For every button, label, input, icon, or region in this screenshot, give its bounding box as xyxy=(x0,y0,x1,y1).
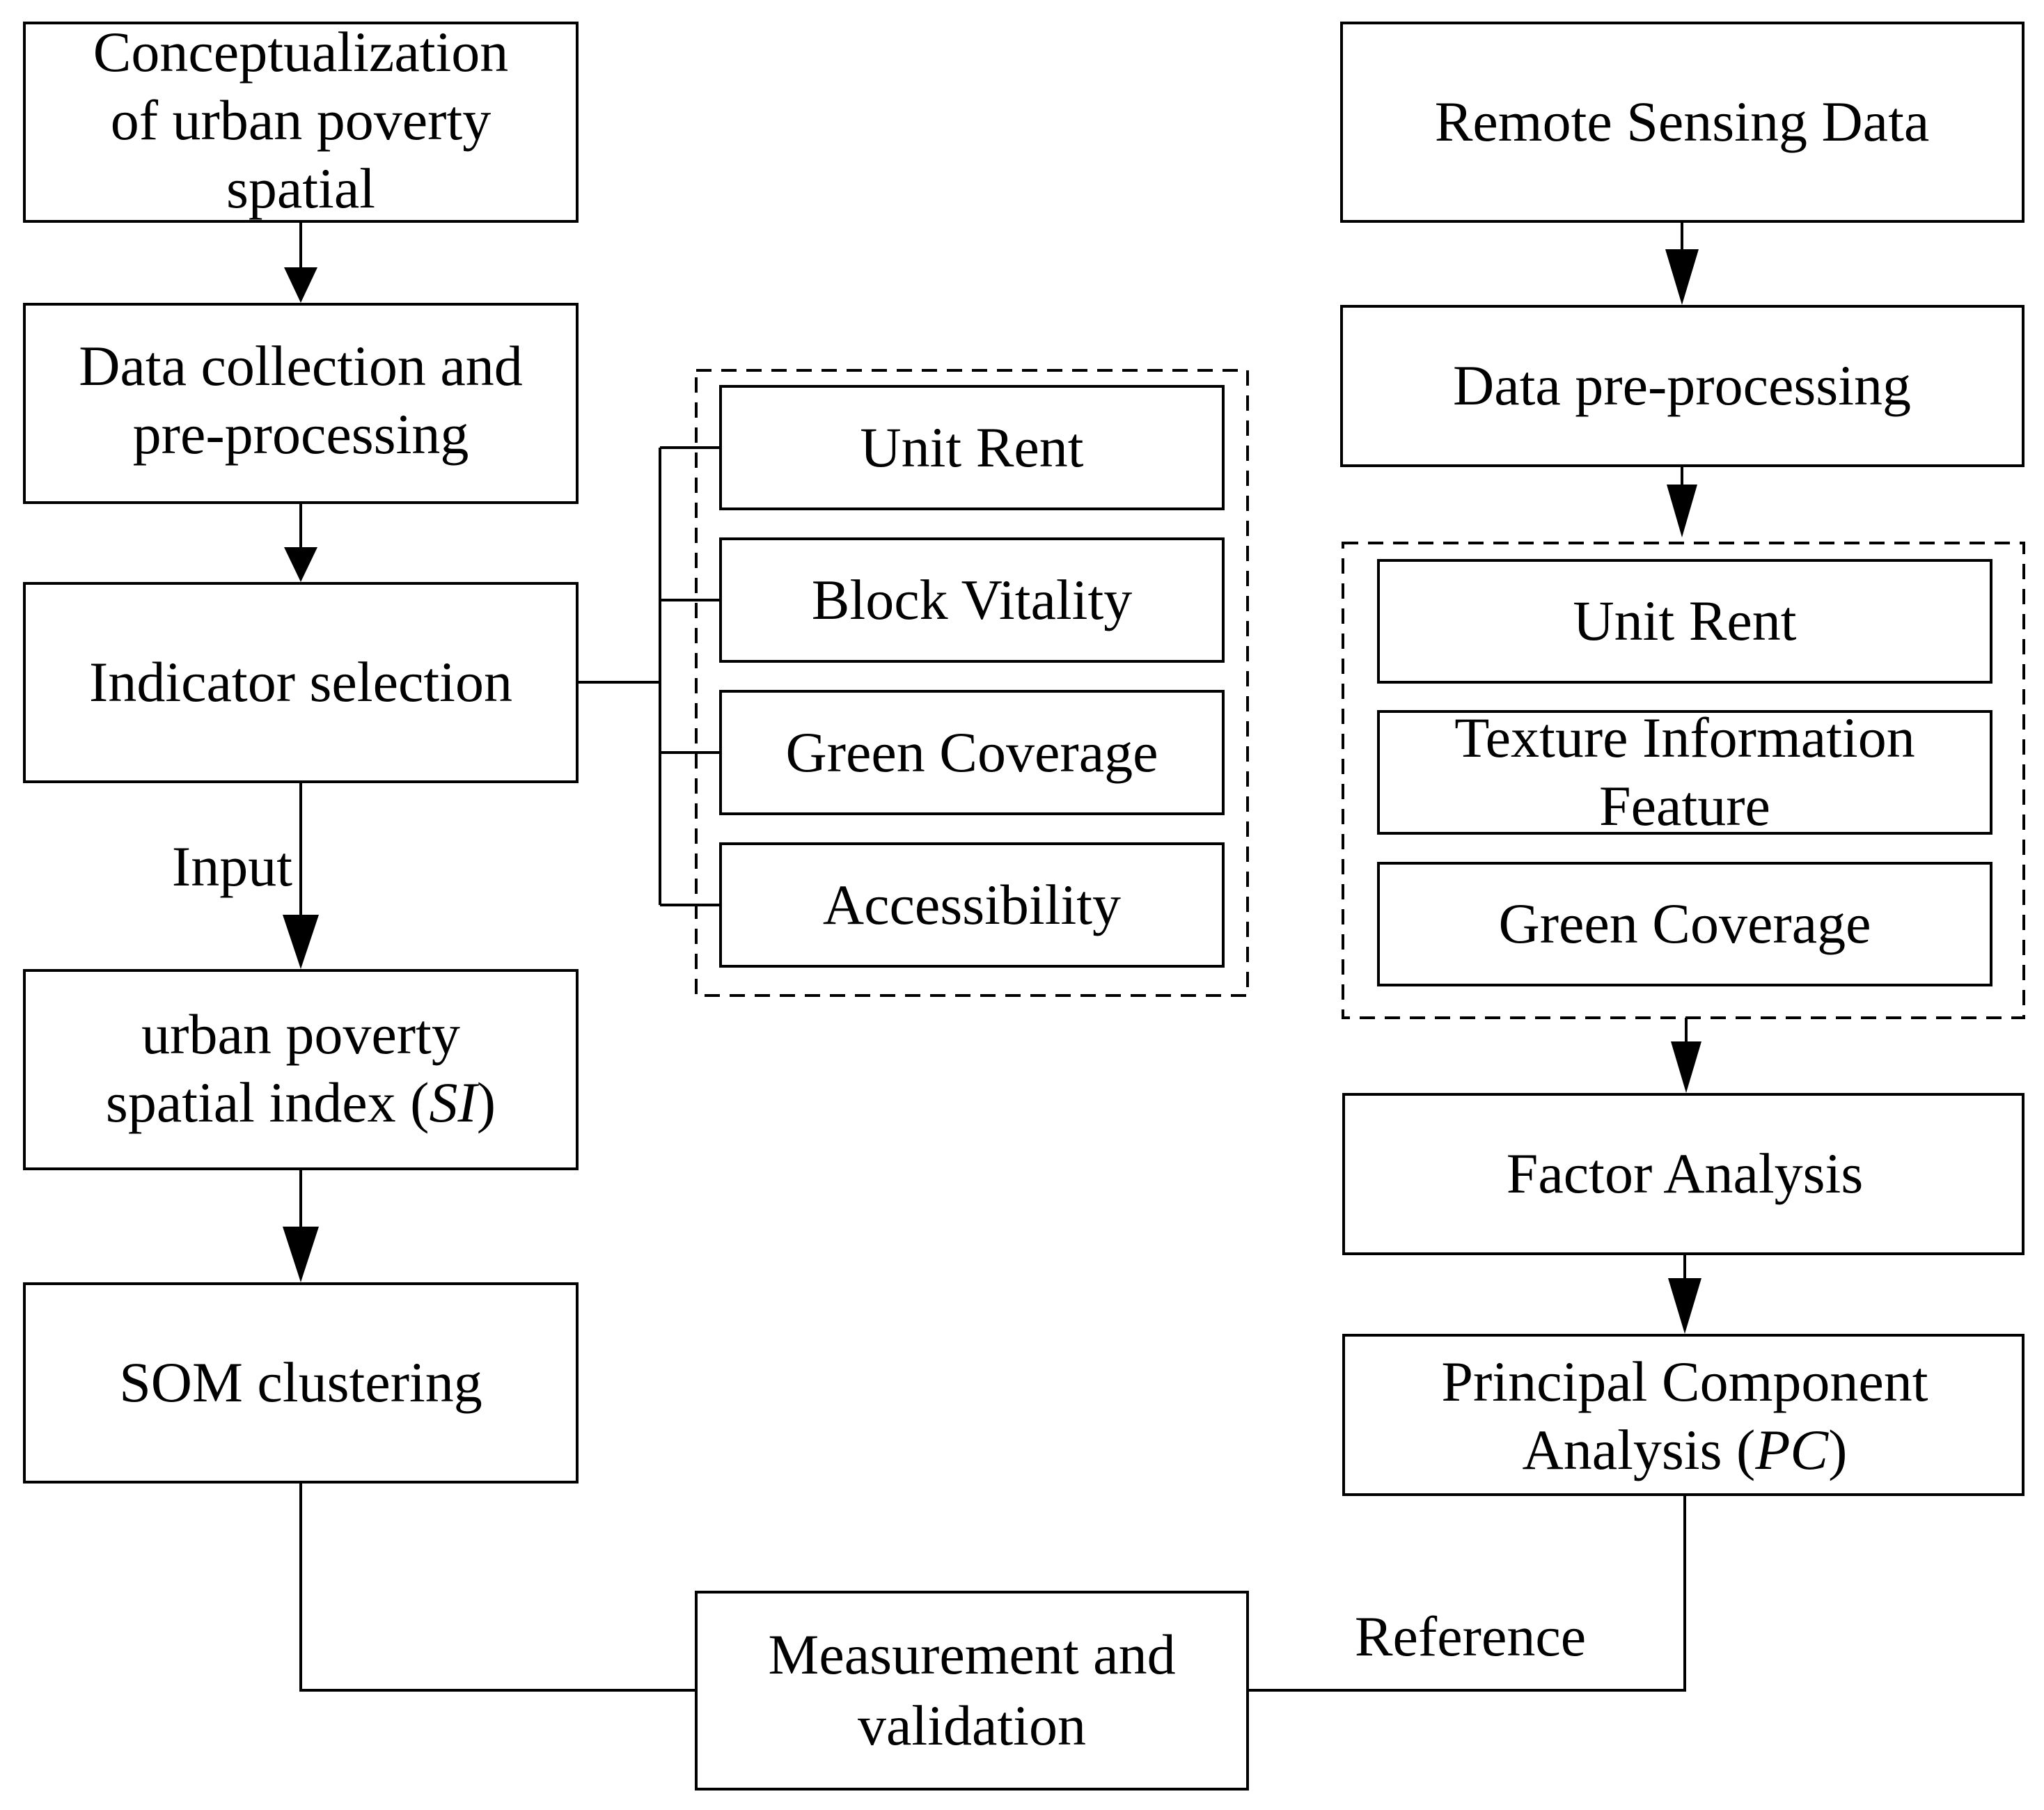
arrow-down-icon xyxy=(1665,249,1699,305)
indicator-unit-rent: Unit Rent xyxy=(719,385,1225,510)
feature-texture-information: Texture Information Feature xyxy=(1377,706,1992,837)
factor-analysis-box: Factor Analysis xyxy=(1342,1093,2025,1255)
measurement-validation-box: Measurement and validation xyxy=(695,1591,1249,1791)
som-clustering-box: SOM clustering xyxy=(23,1282,579,1484)
remote-sensing-label: Remote Sensing Data xyxy=(1435,90,1930,153)
indicator-accessibility: Accessibility xyxy=(719,842,1225,968)
si-line-2: spatial index (SI) xyxy=(106,1071,496,1134)
pca-line-1: Principal Component xyxy=(1441,1350,1928,1413)
arrow-down-icon xyxy=(284,547,317,582)
conceptualization-box: Conceptualization of urban poverty spati… xyxy=(23,20,579,223)
indicator-green-coverage-label: Green Coverage xyxy=(785,721,1158,784)
arrow-down-icon xyxy=(284,267,317,303)
pca-line-2: Analysis (PC) xyxy=(1523,1418,1848,1481)
measurement-line-1: Measurement and xyxy=(768,1623,1175,1686)
factor-analysis-label: Factor Analysis xyxy=(1507,1142,1863,1205)
arrow-down-icon xyxy=(1671,1041,1701,1093)
si-box: urban poverty spatial index (SI) xyxy=(23,969,579,1170)
indicator-accessibility-label: Accessibility xyxy=(823,873,1121,936)
remote-sensing-box: Remote Sensing Data xyxy=(1340,22,2025,223)
feature-texture-line-2: Feature xyxy=(1599,774,1770,837)
data-collection-line-1: Data collection and xyxy=(79,334,523,398)
indicator-selection-label: Indicator selection xyxy=(89,650,512,714)
conceptualization-line-3: spatial xyxy=(226,157,375,220)
feature-green-coverage-label: Green Coverage xyxy=(1498,892,1871,955)
arrow-down-icon xyxy=(283,915,319,969)
indicator-unit-rent-label: Unit Rent xyxy=(860,416,1083,479)
arrow-down-icon xyxy=(283,1227,319,1282)
indicator-selection-box: Indicator selection xyxy=(23,582,579,783)
feature-unit-rent: Unit Rent xyxy=(1377,559,1992,684)
som-clustering-label: SOM clustering xyxy=(119,1351,482,1414)
feature-unit-rent-label: Unit Rent xyxy=(1573,589,1796,652)
arrow-down-icon xyxy=(1668,1278,1701,1334)
indicator-block-vitality-label: Block Vitality xyxy=(812,568,1133,631)
feature-texture-line-1: Texture Information xyxy=(1454,706,1915,769)
indicator-block-vitality: Block Vitality xyxy=(719,537,1225,663)
reference-label: Reference xyxy=(1355,1605,1586,1668)
input-label: Input xyxy=(172,835,292,898)
arrow-down-icon xyxy=(1667,485,1697,537)
preprocessing-label: Data pre-processing xyxy=(1453,354,1911,417)
preprocessing-box: Data pre-processing xyxy=(1340,305,2025,467)
indicator-green-coverage: Green Coverage xyxy=(719,690,1225,815)
features-dashed-group xyxy=(1342,542,2025,1019)
conceptualization-line-2: of urban poverty xyxy=(111,88,492,152)
pca-box: Principal Component Analysis (PC) xyxy=(1342,1334,2025,1496)
measurement-line-2: validation xyxy=(858,1694,1086,1757)
indicators-dashed-group xyxy=(695,369,1249,997)
si-line-1: urban poverty xyxy=(141,1002,460,1066)
conceptualization-line-1: Conceptualization xyxy=(93,20,509,84)
data-collection-line-2: pre-processing xyxy=(133,402,469,466)
feature-green-coverage: Green Coverage xyxy=(1377,862,1992,986)
data-collection-box: Data collection and pre-processing xyxy=(23,303,579,504)
